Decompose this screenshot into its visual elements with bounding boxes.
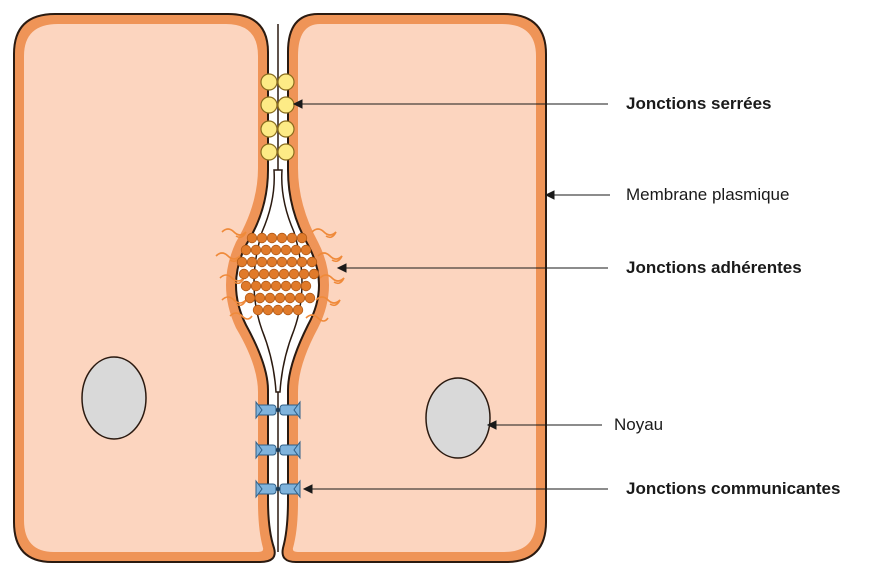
label-adherens-junctions: Jonctions adhérentes — [626, 258, 802, 278]
adherens-bead — [281, 281, 291, 291]
arrowhead-membrane — [546, 191, 554, 199]
tight-bead — [278, 144, 294, 160]
label-nucleus: Noyau — [614, 415, 663, 435]
adherens-bead — [241, 281, 251, 291]
label-plasma-membrane: Membrane plasmique — [626, 185, 789, 205]
adherens-bead — [289, 269, 299, 279]
adherens-bead — [247, 233, 257, 243]
adherens-bead — [295, 293, 305, 303]
adherens-bead — [253, 305, 263, 315]
tight-bead — [278, 97, 294, 113]
adherens-bead — [261, 245, 271, 255]
adherens-bead — [255, 293, 265, 303]
gap-pore — [276, 408, 280, 412]
adherens-bead — [265, 293, 275, 303]
nucleus-left — [82, 357, 146, 439]
tight-bead — [278, 74, 294, 90]
adherens-bead — [237, 257, 247, 267]
adherens-bead — [301, 245, 311, 255]
adherens-bead — [259, 269, 269, 279]
adherens-bead — [291, 245, 301, 255]
adherens-bead — [287, 257, 297, 267]
adherens-junctions — [237, 233, 319, 315]
adherens-bead — [299, 269, 309, 279]
adherens-bead — [307, 257, 317, 267]
adherens-bead — [261, 281, 271, 291]
adherens-bead — [309, 269, 319, 279]
tight-bead — [261, 74, 277, 90]
tight-bead — [278, 121, 294, 137]
adherens-bead — [273, 305, 283, 315]
adherens-bead — [251, 245, 261, 255]
adherens-bead — [269, 269, 279, 279]
gap-pore — [276, 448, 280, 452]
adherens-bead — [305, 293, 315, 303]
adherens-bead — [241, 245, 251, 255]
adherens-bead — [297, 233, 307, 243]
adherens-bead — [281, 245, 291, 255]
adherens-bead — [291, 281, 301, 291]
adherens-bead — [239, 269, 249, 279]
adherens-bead — [287, 233, 297, 243]
adherens-bead — [257, 257, 267, 267]
adherens-bead — [267, 233, 277, 243]
adherens-bead — [271, 245, 281, 255]
gap-pore — [276, 487, 280, 491]
adherens-bead — [277, 257, 287, 267]
label-tight-junctions: Jonctions serrées — [626, 94, 772, 114]
adherens-bead — [277, 233, 287, 243]
adherens-bead — [285, 293, 295, 303]
adherens-bead — [267, 257, 277, 267]
adherens-bead — [297, 257, 307, 267]
adherens-bead — [275, 293, 285, 303]
adherens-bead — [293, 305, 303, 315]
adherens-bead — [279, 269, 289, 279]
adherens-bead — [249, 269, 259, 279]
adherens-bead — [301, 281, 311, 291]
tight-bead — [261, 97, 277, 113]
adherens-bead — [271, 281, 281, 291]
adherens-bead — [251, 281, 261, 291]
nucleus-right — [426, 378, 490, 458]
adherens-bead — [245, 293, 255, 303]
tight-bead — [261, 144, 277, 160]
right-cytoplasm — [293, 24, 536, 552]
adherens-bead — [247, 257, 257, 267]
label-gap-junctions: Jonctions communicantes — [626, 479, 840, 499]
adherens-bead — [257, 233, 267, 243]
adherens-bead — [263, 305, 273, 315]
tight-bead — [261, 121, 277, 137]
adherens-bead — [283, 305, 293, 315]
